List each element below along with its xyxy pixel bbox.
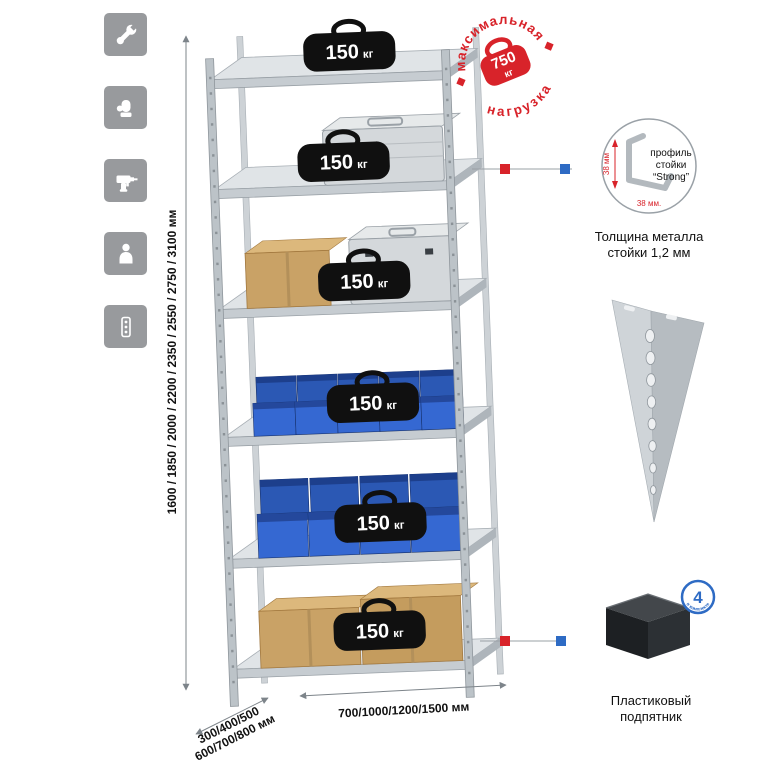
depth-dimension: 300/400/500 600/700/800 мм (193, 697, 277, 764)
profile-caption-1: Толщина металла (595, 229, 704, 244)
perforated-profile-icon (104, 305, 147, 348)
gloves-glyph (116, 99, 131, 117)
gloves-icon (104, 86, 147, 129)
profile-detail: 38 мм 38 мм. профиль стойки “Strong” Тол… (595, 118, 704, 260)
connector-blue-square-top (560, 164, 570, 174)
stamp-diamond-left (456, 77, 466, 87)
profile-dim-vertical: 38 мм (602, 153, 611, 175)
kit-count-badge: 4 в комплекте (680, 579, 716, 615)
profile-label-1: профиль (650, 147, 691, 159)
profile-cross-section (626, 133, 674, 191)
stamp-weight-unit: кг (503, 67, 515, 80)
foot-connector (480, 636, 566, 646)
height-label: 1600 / 1850 / 2000 / 2200 / 2350 / 2550 … (165, 210, 179, 515)
profile-dim-horizontal: 38 мм. (637, 199, 661, 208)
person-glyph (119, 243, 132, 263)
back-right-post (472, 27, 504, 675)
drill-glyph (116, 175, 137, 192)
back-left-post (236, 36, 268, 684)
drill-icon (104, 159, 147, 202)
corner-post-detail (611, 299, 705, 523)
connector-red-square-top (500, 164, 510, 174)
width-label: 700/1000/1200/1500 мм (338, 700, 470, 721)
width-dimension: 700/1000/1200/1500 мм (299, 681, 507, 721)
profile-caption-2: стойки 1,2 мм (608, 245, 691, 260)
profile-label-2: стойки (656, 160, 687, 171)
connector-blue-square-bottom (556, 636, 566, 646)
stamp-weight-body (480, 45, 531, 86)
foot-caption-1: Пластиковый (611, 693, 691, 708)
profile-connector (472, 164, 572, 174)
height-dimension: 1600 / 1850 / 2000 / 2200 / 2350 / 2550 … (165, 35, 190, 691)
wrench-icon (104, 13, 147, 56)
cardboard-box-1 (244, 237, 348, 309)
kit-count-value: 4 (693, 588, 703, 607)
wrench-glyph (116, 22, 138, 44)
front-left-post (205, 58, 239, 707)
person-icon (104, 232, 147, 275)
profile-label-3: “Strong” (653, 172, 689, 183)
stamp-diamond-right (544, 41, 554, 51)
plastic-foot-detail (605, 593, 691, 659)
connector-red-square-bottom (500, 636, 510, 646)
foot-caption-2: подпятник (620, 709, 682, 724)
perforated-profile-glyph (120, 316, 131, 337)
